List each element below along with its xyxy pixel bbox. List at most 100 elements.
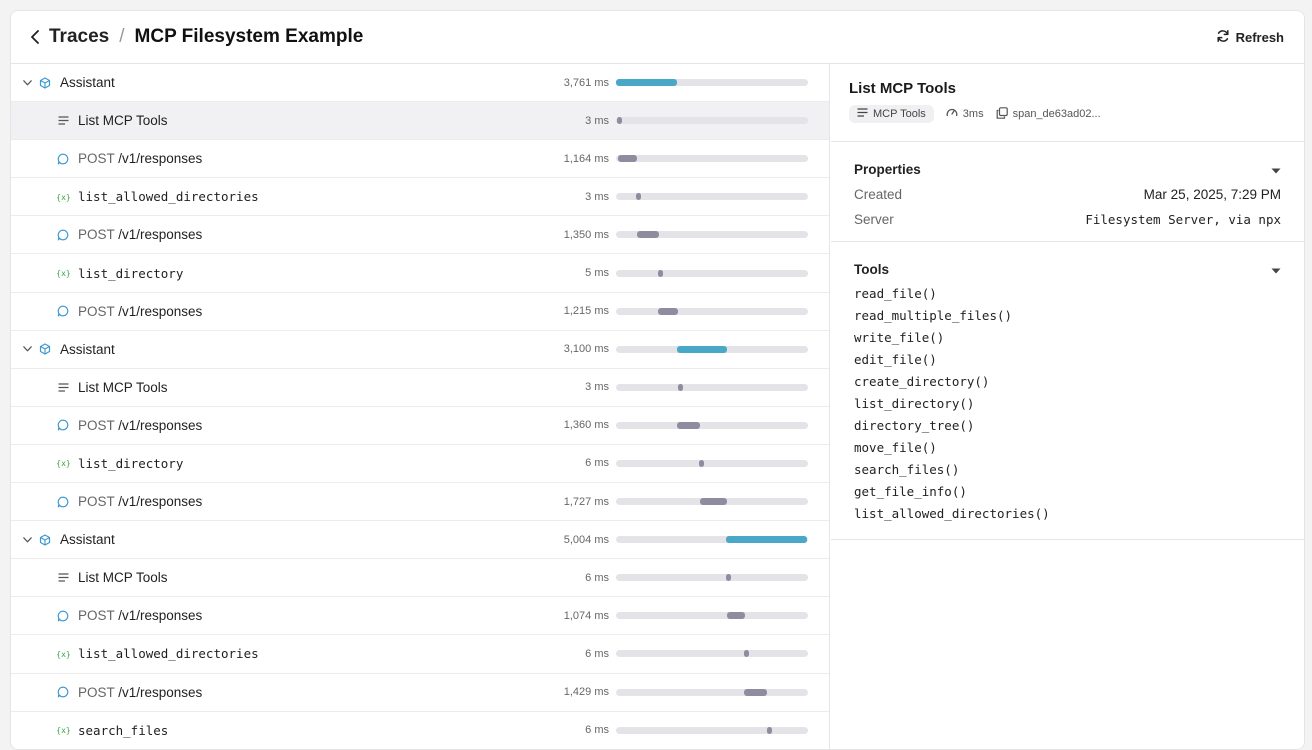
trace-window: Traces / MCP Filesystem Example Refresh … [10, 10, 1305, 750]
properties-section: Properties Created Mar 25, 2025, 7:29 PM S… [831, 142, 1304, 242]
span-label: POST /v1/responses [78, 608, 202, 623]
timeline-bar [616, 117, 622, 125]
http-method: POST [78, 227, 119, 243]
function-icon: {x} [56, 456, 70, 470]
timeline-track [616, 269, 808, 277]
span-label: POST /v1/responses [78, 418, 202, 433]
http-method: POST [78, 684, 119, 700]
span-duration: 1,429 ms [563, 686, 609, 699]
chat-bubble-icon [56, 685, 70, 699]
span-duration: 3,100 ms [563, 343, 609, 356]
chevron-down-icon[interactable] [20, 76, 34, 90]
span-label: POST /v1/responses [78, 304, 202, 319]
refresh-button[interactable]: Refresh [1216, 29, 1284, 46]
span-type-label: MCP Tools [873, 108, 926, 120]
tool-item: read_multiple_files() [854, 308, 1013, 323]
span-row[interactable]: POST /v1/responses 1,215 ms [11, 293, 829, 331]
timeline-bar [677, 345, 728, 353]
span-label: Assistant [60, 532, 115, 547]
chat-bubble-icon [56, 495, 70, 509]
tool-item: create_directory() [854, 374, 990, 389]
timeline-track [616, 688, 808, 696]
span-name: /v1/responses [118, 494, 203, 510]
span-name: list_directory [78, 455, 184, 471]
timeline-track [616, 574, 808, 582]
list-icon [56, 114, 70, 128]
timeline-track [616, 193, 808, 201]
function-icon: {x} [56, 266, 70, 280]
timeline-bar [726, 536, 808, 544]
span-label: POST /v1/responses [78, 151, 202, 166]
chat-bubble-icon [56, 228, 70, 242]
span-duration: 1,164 ms [563, 152, 609, 165]
timeline-bar [743, 688, 767, 696]
span-label: search_files [78, 723, 168, 738]
properties-heading: Properties [854, 162, 921, 177]
span-name: /v1/responses [118, 417, 203, 433]
timeline-bar [658, 307, 679, 315]
chevron-left-icon[interactable] [27, 29, 43, 45]
span-label: list_directory [78, 266, 183, 281]
span-duration: 3ms [962, 108, 984, 120]
timeline-bar [658, 269, 664, 277]
http-method: POST [78, 417, 119, 433]
copy-icon[interactable] [996, 106, 1008, 122]
property-value: Mar 25, 2025, 7:29 PM [1143, 187, 1281, 202]
span-label: list_allowed_directories [78, 646, 259, 661]
span-duration: 3 ms [585, 190, 609, 203]
span-row[interactable]: POST /v1/responses 1,164 ms [11, 140, 829, 179]
property-value: Filesystem Server, via npx [1085, 212, 1281, 227]
span-label: List MCP Tools [78, 380, 168, 395]
timeline-bar [616, 79, 678, 87]
span-name: List MCP Tools [78, 379, 168, 395]
cube-icon [38, 533, 52, 547]
svg-text:{x}: {x} [57, 726, 70, 735]
span-duration: 1,350 ms [563, 228, 609, 241]
timeline-track [616, 612, 808, 620]
span-id-meta[interactable]: span_de63ad02... [996, 106, 1101, 122]
span-row[interactable]: Assistant 5,004 ms [11, 521, 829, 560]
page-title: MCP Filesystem Example [134, 26, 364, 47]
http-method: POST [78, 494, 119, 510]
timeline-bar [677, 421, 700, 429]
timeline-track [616, 307, 808, 315]
span-duration: 1,215 ms [563, 305, 609, 318]
timeline-bar [636, 193, 642, 201]
timeline-track [616, 459, 808, 467]
function-icon: {x} [56, 190, 70, 204]
span-name: /v1/responses [118, 151, 203, 167]
property-key: Created [854, 187, 903, 202]
chevron-down-icon[interactable] [20, 533, 34, 547]
breadcrumb-separator: / [119, 26, 125, 47]
tool-item: list_allowed_directories() [854, 506, 1050, 521]
span-duration: 5,004 ms [563, 533, 609, 546]
cube-icon [38, 76, 52, 90]
chevron-down-icon[interactable] [20, 342, 34, 356]
properties-toggle[interactable]: Properties [854, 162, 1281, 177]
span-label: Assistant [60, 75, 115, 90]
timeline-track [616, 536, 808, 544]
function-icon: {x} [56, 647, 70, 661]
tools-toggle[interactable]: Tools [854, 262, 1281, 277]
span-name: List MCP Tools [78, 570, 168, 586]
timeline-track [616, 231, 808, 239]
gauge-icon [946, 107, 958, 122]
breadcrumb-traces-link[interactable]: Traces [49, 26, 110, 47]
